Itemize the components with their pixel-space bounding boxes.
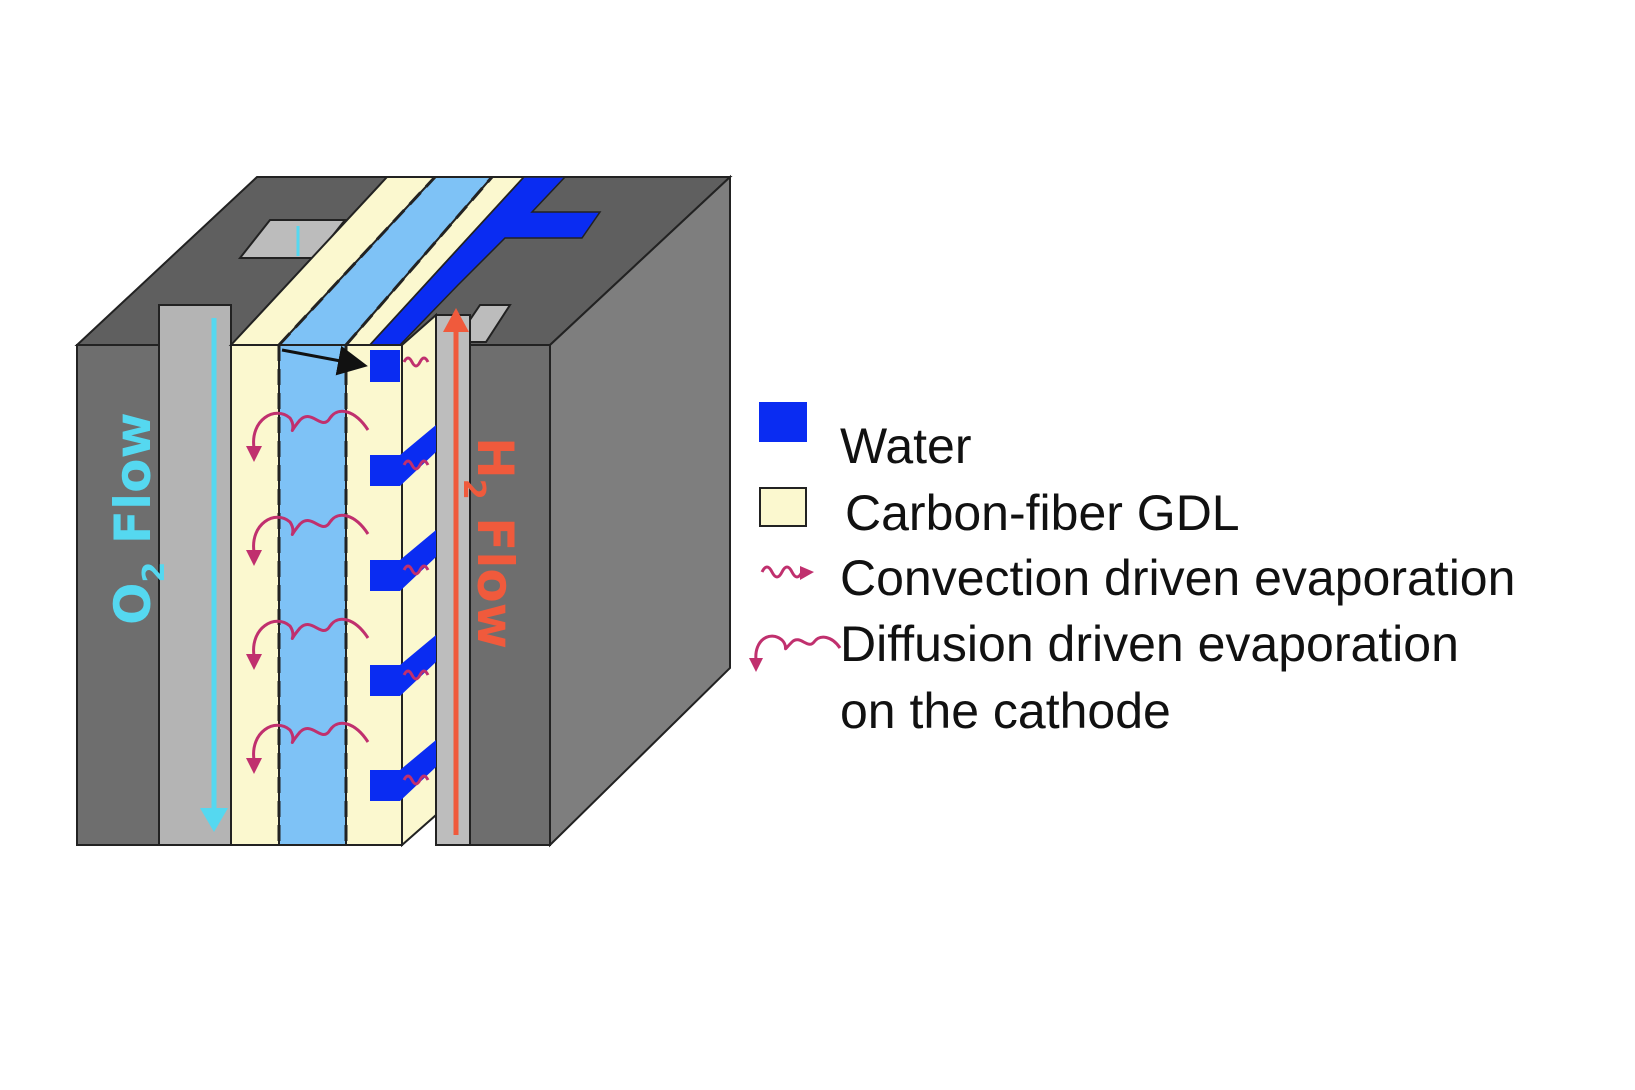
diffusion-curl <box>252 513 370 553</box>
convection-squiggle <box>402 564 430 576</box>
diffusion-curl <box>252 617 370 657</box>
legend-water-label: Water <box>840 418 972 474</box>
anode-gdl <box>345 344 403 846</box>
convection-squiggle <box>402 356 430 368</box>
right-block-front <box>469 344 551 846</box>
water-droplet <box>370 635 436 696</box>
legend-convection-label: Convection driven evaporation <box>840 550 1515 606</box>
convection-squiggle <box>402 774 430 786</box>
transfer-arrow <box>281 345 368 376</box>
legend-diffusion-arrowhead <box>749 658 763 672</box>
legend-convection-icon <box>760 565 804 579</box>
water-droplet <box>370 530 436 591</box>
legend: Water Carbon-fiber GDL Convection driven… <box>749 402 1515 739</box>
top-dashed-anode <box>344 176 494 346</box>
convection-squiggles <box>402 356 430 786</box>
legend-diffusion-label-line2: on the cathode <box>840 683 1171 739</box>
convection-squiggle <box>402 669 430 681</box>
o2-flow-arrowhead <box>200 808 228 832</box>
diffusion-curls <box>252 409 370 761</box>
top-strip-water <box>368 176 602 346</box>
convection-squiggle <box>402 459 430 471</box>
top-dashed-cathode <box>277 175 437 347</box>
diffusion-arrowhead <box>246 550 262 566</box>
legend-diffusion-icon <box>754 634 842 661</box>
water-droplet <box>370 425 436 486</box>
h2-channel <box>435 314 471 846</box>
diffusion-curl <box>252 721 370 761</box>
legend-diffusion-label: Diffusion driven evaporation <box>840 616 1459 672</box>
diffusion-arrowhead <box>246 446 262 462</box>
h2-flow-label: H2 Flow <box>456 437 524 649</box>
legend-gdl-swatch <box>759 487 807 527</box>
diffusion-arrowhead <box>246 654 262 670</box>
diffusion-arrowheads <box>246 446 262 774</box>
o2-channel <box>158 304 232 846</box>
diffusion-arrowhead <box>246 758 262 774</box>
water-droplets <box>370 350 436 801</box>
legend-water-swatch <box>759 402 807 442</box>
legend-gdl-label: Carbon-fiber GDL <box>845 485 1240 541</box>
water-droplet <box>370 740 436 801</box>
top-hole-left <box>237 219 348 259</box>
diffusion-curl <box>252 409 370 449</box>
h2-flow-arrowhead <box>443 308 469 332</box>
water-droplet <box>370 350 400 382</box>
o2-flow-label: O2 Flow <box>104 412 172 625</box>
membrane <box>278 344 347 846</box>
left-block-front <box>76 344 160 846</box>
legend-convection-arrowhead <box>800 566 814 580</box>
